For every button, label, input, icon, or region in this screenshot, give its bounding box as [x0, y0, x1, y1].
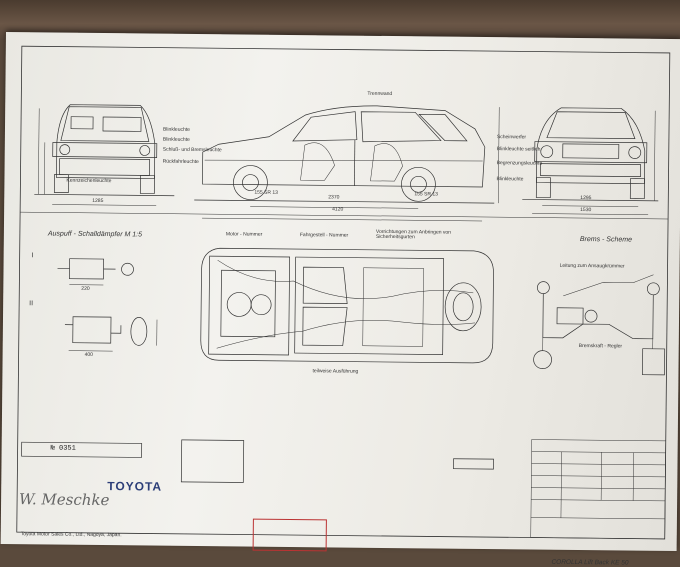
chassis-partial-note: teilweise Ausführung	[312, 369, 358, 374]
brake-scheme-drawing	[533, 274, 665, 375]
rear-label-3: Begrenzungsleuchte	[497, 161, 543, 166]
rear-width-dim: 1530	[580, 208, 591, 213]
front-track-dim: 1285	[92, 199, 103, 204]
front-label-1: Blinkleuchte	[163, 128, 190, 133]
info-box-3	[453, 459, 493, 469]
exhaust-roman-2: II	[29, 300, 33, 307]
footer-address: Toyota Motor Sales Co., Ltd., Nagoya, Ja…	[21, 532, 122, 538]
brake-regulator-label: Bremskraft - Regler	[579, 344, 622, 349]
serial-number: № 0351	[51, 444, 76, 452]
front-label-3: Schluß- und Bremsleuchte	[163, 148, 222, 154]
rear-label-1: Scheinwerfer	[497, 135, 526, 140]
exhaust-title: Auspuff - Schalldämpfer M 1:5	[48, 230, 142, 238]
side-tire-rear: 155 SR 13	[414, 192, 438, 197]
side-label-top: Trennwand	[367, 92, 392, 97]
sheet-frame	[17, 46, 670, 539]
title-block-name: COROLLA Lift Back KE 50	[551, 559, 628, 567]
rear-track-dim: 1295	[580, 196, 591, 201]
side-tire-front: 155 SR 13	[254, 191, 278, 196]
front-label-4: Rückfahrleuchte	[163, 160, 199, 165]
side-length-dim: 4120	[332, 207, 343, 212]
toyota-logo-text: TOYOTA	[107, 479, 162, 494]
blueprint-sheet: Blinkleuchte Blinkleuchte Schluß- und Br…	[1, 32, 680, 551]
exhaust-dim-2: 400	[85, 353, 93, 358]
title-block-grid	[531, 440, 666, 539]
side-view-drawing	[194, 104, 499, 221]
front-label-5: Kennzeichenleuchte	[66, 179, 111, 184]
chassis-top-view-drawing	[201, 248, 494, 363]
brake-title: Brems - Scheme	[580, 236, 632, 244]
brake-line-label: Leitung zum Ansaugkrümmer	[560, 264, 625, 270]
front-label-2: Blinkleuchte	[163, 138, 190, 143]
rear-label-4: Blinkleuchte	[496, 177, 523, 182]
front-view-drawing	[34, 104, 175, 205]
info-box-1	[22, 442, 142, 457]
exhaust-dim-1: 220	[81, 287, 89, 292]
rear-label-2: Blinkleuchte seitlich	[497, 147, 541, 152]
side-wheelbase-dim: 2370	[328, 195, 339, 200]
red-stamp	[253, 519, 327, 552]
chassis-frame-number: Fahrgestell - Nummer	[300, 233, 348, 239]
exhaust-drawing	[57, 259, 158, 352]
blueprint-drawing	[1, 32, 680, 551]
info-box-2	[181, 440, 243, 483]
signature: W. Meschke	[19, 490, 109, 509]
exhaust-roman-1: I	[32, 252, 34, 259]
chassis-engine-number: Motor - Nummer	[226, 232, 262, 237]
chassis-seatbelt-note: Vorrichtungen zum Anbringen von Sicherhe…	[376, 230, 486, 241]
